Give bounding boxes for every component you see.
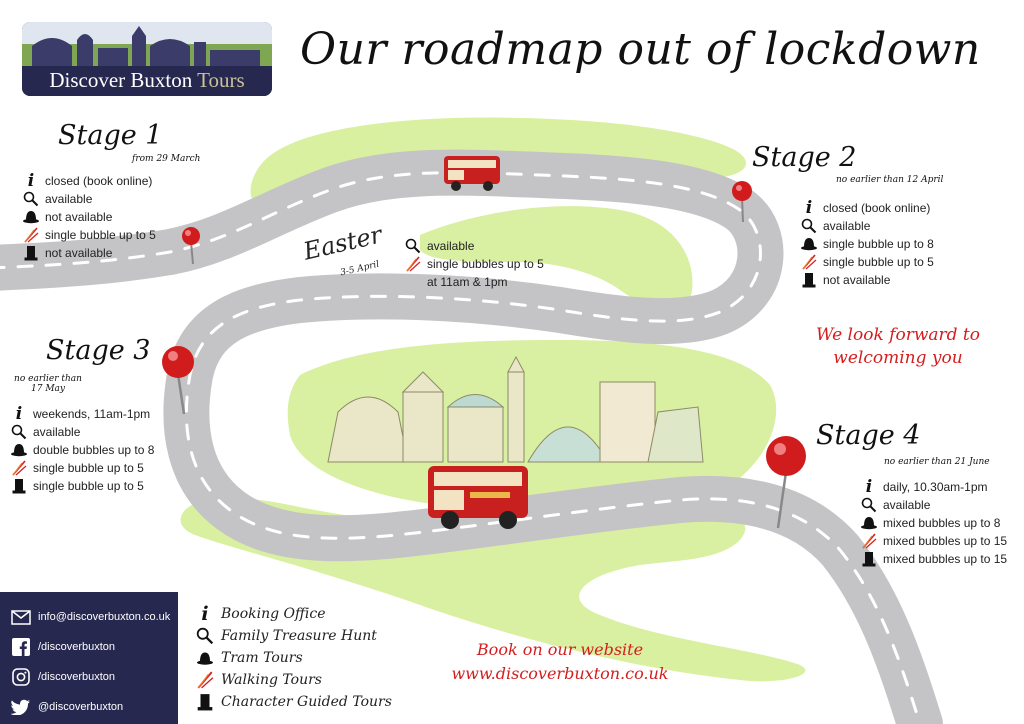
stage-2-date: no earlier than 12 April	[836, 175, 944, 185]
walking-flags-icon	[10, 459, 28, 477]
list-item: available	[10, 423, 154, 441]
map-pin-icon	[766, 436, 806, 529]
bowler-hat-icon	[860, 514, 878, 532]
contact-twitter[interactable]: @discoverbuxton	[10, 692, 178, 722]
list-item: single bubble up to 5	[800, 253, 934, 271]
info-icon: i	[805, 198, 813, 218]
info-icon: i	[15, 404, 23, 424]
buxton-skyline-icon	[22, 22, 272, 96]
road	[0, 149, 943, 724]
walking-flags-icon	[860, 532, 878, 550]
grass-patch-middle	[420, 206, 693, 310]
list-item: single bubble up to 5	[10, 477, 154, 495]
welcome-message: We look forward to welcoming you	[816, 325, 980, 368]
list-item: at 11am & 1pm	[427, 275, 508, 289]
list-item: mixed bubbles up to 8	[860, 514, 1007, 532]
stage-1-title: Stage 1	[58, 120, 163, 151]
brand-logo[interactable]: Discover Buxton Tours	[22, 22, 272, 96]
list-item: not available	[800, 271, 934, 289]
booking-prompt: Book on our website	[476, 640, 644, 659]
list-item: mixed bubbles up to 15	[860, 532, 1007, 550]
list-item: not available	[22, 208, 156, 226]
twitter-icon	[10, 696, 32, 718]
list-item: mixed bubbles up to 15	[860, 550, 1007, 568]
list-item: single bubble up to 5	[10, 459, 154, 477]
contact-panel: info@discoverbuxton.co.uk /discoverbuxto…	[0, 592, 178, 724]
contact-instagram[interactable]: /discoverbuxton	[10, 662, 178, 692]
red-bus-icon	[428, 466, 528, 529]
stage-4-date: no earlier than 21 June	[884, 457, 990, 467]
map-pin-icon	[182, 227, 200, 265]
info-icon: i	[27, 171, 35, 191]
magnifier-icon	[22, 190, 40, 208]
top-hat-icon	[860, 550, 878, 568]
info-icon: i	[201, 603, 209, 625]
walking-flags-icon	[404, 255, 422, 273]
legend-item: Walking Tours	[196, 669, 392, 691]
booking-callout: Book on our website www.discoverbuxton.c…	[420, 638, 700, 686]
road-surface	[0, 149, 943, 724]
brand-name-accent: Tours	[197, 68, 245, 92]
top-hat-icon	[800, 271, 818, 289]
map-pin-icon	[162, 346, 194, 415]
stage-3-title: Stage 3	[46, 335, 151, 366]
bowler-hat-icon	[10, 441, 28, 459]
list-item: available	[860, 496, 1007, 514]
list-item: single bubbles up to 5	[404, 255, 544, 273]
red-bus-icon	[444, 156, 500, 191]
contact-facebook[interactable]: /discoverbuxton	[10, 632, 178, 662]
magnifier-icon	[10, 423, 28, 441]
magnifier-icon	[196, 627, 214, 645]
list-item: double bubbles up to 8	[10, 441, 154, 459]
website-link[interactable]: www.discoverbuxton.co.uk	[451, 664, 669, 683]
brand-name: Discover Buxton	[49, 68, 193, 92]
legend-item: Family Treasure Hunt	[196, 625, 392, 647]
walking-flags-icon	[196, 671, 214, 689]
bowler-hat-icon	[22, 208, 40, 226]
info-icon: i	[865, 477, 873, 497]
walking-flags-icon	[22, 226, 40, 244]
map-pin-icon	[732, 181, 752, 223]
stage-1-date: from 29 March	[132, 154, 201, 164]
buxton-buildings-illustration	[327, 355, 704, 463]
top-hat-icon	[196, 693, 214, 711]
bowler-hat-icon	[800, 235, 818, 253]
list-item: not available	[22, 244, 156, 262]
magnifier-icon	[404, 237, 422, 255]
magnifier-icon	[800, 217, 818, 235]
list-item: single bubble up to 8	[800, 235, 934, 253]
list-item: available	[404, 237, 544, 255]
instagram-icon	[10, 666, 32, 688]
top-hat-icon	[22, 244, 40, 262]
stage-3-date: no earlier than 17 May	[14, 374, 82, 394]
walking-flags-icon	[800, 253, 818, 271]
list-item: available	[800, 217, 934, 235]
bowler-hat-icon	[196, 649, 214, 667]
contact-email[interactable]: info@discoverbuxton.co.uk	[10, 602, 178, 632]
list-item: single bubble up to 5	[22, 226, 156, 244]
legend-item: Tram Tours	[196, 647, 392, 669]
top-hat-icon	[10, 477, 28, 495]
page-title: Our roadmap out of lockdown	[300, 24, 981, 75]
legend-item: Character Guided Tours	[196, 691, 392, 713]
list-item: available	[22, 190, 156, 208]
stage-4-title: Stage 4	[816, 420, 921, 451]
easter-details: available single bubbles up to 5 at 11am…	[404, 237, 544, 291]
stage-2-title: Stage 2	[752, 142, 857, 173]
email-icon	[10, 606, 32, 628]
facebook-icon	[10, 636, 32, 658]
magnifier-icon	[860, 496, 878, 514]
